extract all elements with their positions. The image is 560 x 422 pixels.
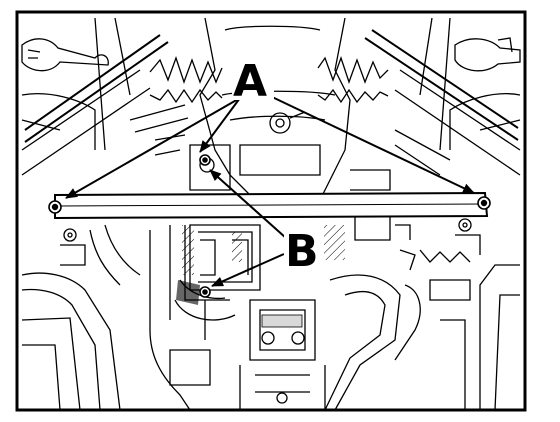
callout-b-label: B xyxy=(285,226,319,277)
shaded-components xyxy=(176,225,345,328)
cross-brace xyxy=(54,191,489,220)
callout-a-label: A xyxy=(233,56,267,107)
callout-a: A xyxy=(232,56,274,107)
diagonal-struts xyxy=(24,29,519,143)
leader-a-center xyxy=(199,97,241,153)
leader-a-right xyxy=(269,95,475,194)
callout-a-leaders xyxy=(65,95,475,199)
callout-b: B xyxy=(284,226,324,277)
brace-mounting-bolts xyxy=(48,154,491,298)
callout-b-leaders xyxy=(209,169,287,287)
leader-b-lower xyxy=(211,253,285,287)
leader-a-left xyxy=(65,97,241,199)
leader-b-upper xyxy=(209,169,287,239)
engine-bay-linework xyxy=(21,17,521,411)
